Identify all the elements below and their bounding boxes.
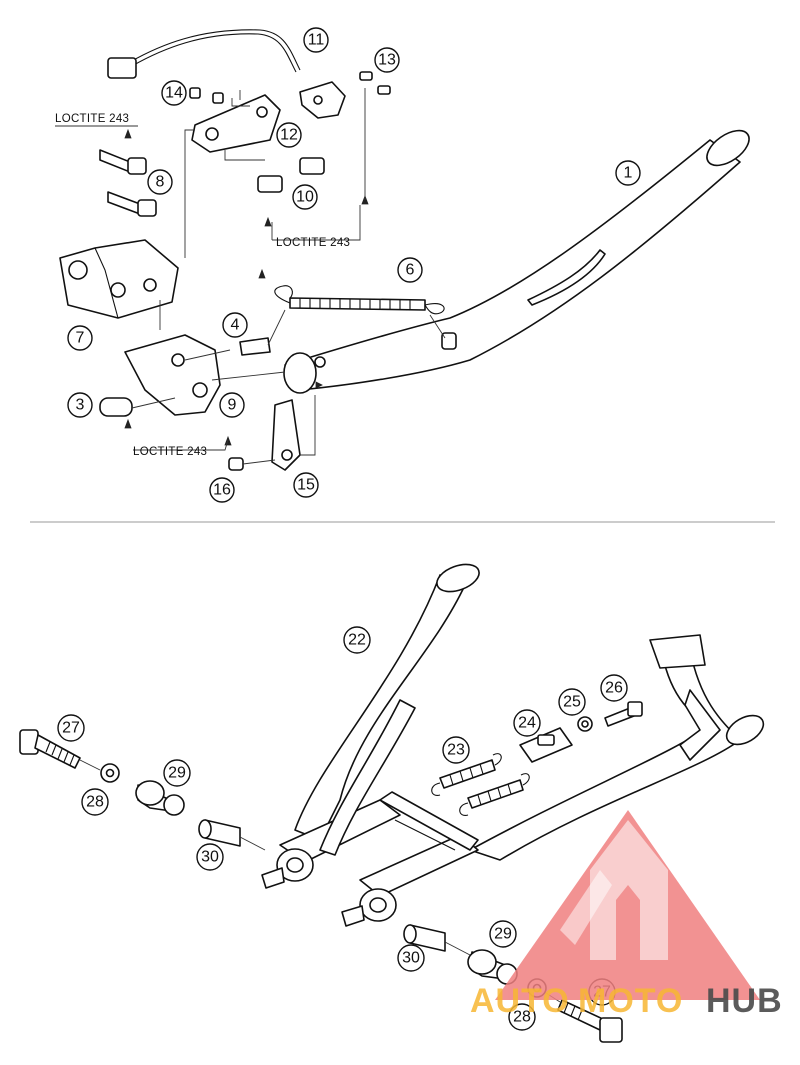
callout-label: 30 [402, 950, 420, 967]
screw-16 [228, 457, 244, 471]
washer-left [100, 763, 120, 783]
callout-24: 24 [513, 709, 541, 737]
callout-10: 10 [292, 184, 318, 210]
callout-27-left: 27 [57, 714, 85, 742]
callout-13: 13 [374, 47, 400, 73]
callout-4: 4 [222, 312, 248, 338]
callout-1: 1 [615, 160, 641, 186]
bolts-10 [257, 157, 325, 193]
callout-label: 26 [605, 680, 623, 697]
callout-7: 7 [67, 325, 93, 351]
callout-label: 25 [563, 694, 581, 711]
callout-label: 24 [518, 715, 536, 732]
pivot-bolt-right [557, 999, 623, 1043]
loctite-text: LOCTITE 243 [55, 113, 129, 125]
loctite-label-1: LOCTITE 243 [55, 113, 138, 127]
callout-12: 12 [276, 122, 302, 148]
bushing-left [135, 780, 185, 816]
screws-13 [359, 71, 391, 95]
leader-lines-bottom [79, 759, 561, 1003]
callout-label: 29 [494, 926, 512, 943]
side-stand-sensor [107, 29, 346, 119]
callout-26: 26 [600, 674, 628, 702]
callout-label: 1 [624, 165, 633, 182]
watermark-triangle-logo [495, 810, 760, 1000]
loctite-text: LOCTITE 243 [276, 237, 350, 249]
callout-label: 14 [165, 85, 183, 102]
callout-11: 11 [303, 27, 329, 53]
callout-label: 12 [280, 127, 298, 144]
callout-label: 16 [213, 482, 231, 499]
callout-28-right: 28 [508, 1003, 536, 1031]
callout-label: 13 [378, 52, 396, 69]
callout-label: 23 [447, 742, 465, 759]
callout-30-right: 30 [397, 944, 425, 972]
leader-lines-top [131, 88, 446, 465]
sleeve-left [198, 819, 241, 847]
center-stand-frame [261, 563, 765, 927]
side-stand-assembly: 1 3 4 6 7 8 9 10 11 12 13 14 15 16 LOCTI… [55, 27, 750, 503]
callout-label: 27 [62, 720, 80, 737]
stand-plate [124, 334, 221, 416]
bolt-26 [604, 701, 643, 727]
callout-8: 8 [147, 169, 173, 195]
callout-29-right: 29 [489, 920, 517, 948]
callout-label: 15 [297, 477, 315, 494]
callout-label: 7 [76, 330, 85, 347]
callout-label: 3 [76, 397, 85, 414]
bracket-15 [271, 399, 301, 471]
callout-23: 23 [442, 736, 470, 764]
watermark-text-moto: MOTO [578, 982, 683, 1020]
callout-label: 9 [228, 397, 237, 414]
automotohub-watermark: AUTO MOTO HUB [470, 810, 783, 1020]
callout-15: 15 [293, 472, 319, 498]
callout-label: 10 [296, 189, 314, 206]
callout-label: 8 [156, 174, 165, 191]
bushing-3 [99, 397, 133, 417]
watermark-text-hub: HUB [706, 982, 783, 1020]
washer-25 [577, 716, 593, 732]
callout-30-left: 30 [196, 843, 224, 871]
callout-14: 14 [161, 80, 187, 106]
callout-label: 28 [86, 794, 104, 811]
bushing-right [467, 949, 518, 985]
side-stand-leg [283, 129, 750, 394]
callout-22: 22 [343, 626, 371, 654]
switch-plate [191, 94, 281, 153]
stand-spring [274, 285, 445, 315]
callout-label: 30 [201, 849, 219, 866]
callout-16: 16 [209, 477, 235, 503]
center-stand-springs [431, 753, 530, 816]
loctite-text: LOCTITE 243 [133, 446, 207, 458]
bracket-bolts [99, 149, 157, 217]
mounting-bracket [59, 239, 179, 319]
callout-29-left: 29 [163, 759, 191, 787]
loctite-label-2: LOCTITE 243 [276, 237, 350, 249]
callout-28-left: 28 [81, 788, 109, 816]
callout-label: 11 [308, 32, 325, 49]
callout-label: 22 [348, 632, 366, 649]
pivot-bolt-left [19, 729, 81, 769]
callout-9: 9 [219, 392, 245, 418]
watermark-text-auto: AUTO [470, 982, 570, 1020]
callout-6: 6 [397, 257, 423, 283]
spring-bracket-24 [519, 727, 573, 763]
callout-25: 25 [558, 688, 586, 716]
nuts-14 [189, 87, 224, 104]
loctite-label-3: LOCTITE 243 [133, 446, 207, 458]
callout-label: 28 [513, 1009, 531, 1026]
callout-label: 6 [406, 262, 415, 279]
callout-label: 29 [168, 765, 186, 782]
pivot-pin-4 [239, 337, 271, 356]
sleeve-right [403, 924, 446, 952]
callout-label: 4 [231, 317, 240, 334]
callout-3: 3 [67, 392, 93, 418]
